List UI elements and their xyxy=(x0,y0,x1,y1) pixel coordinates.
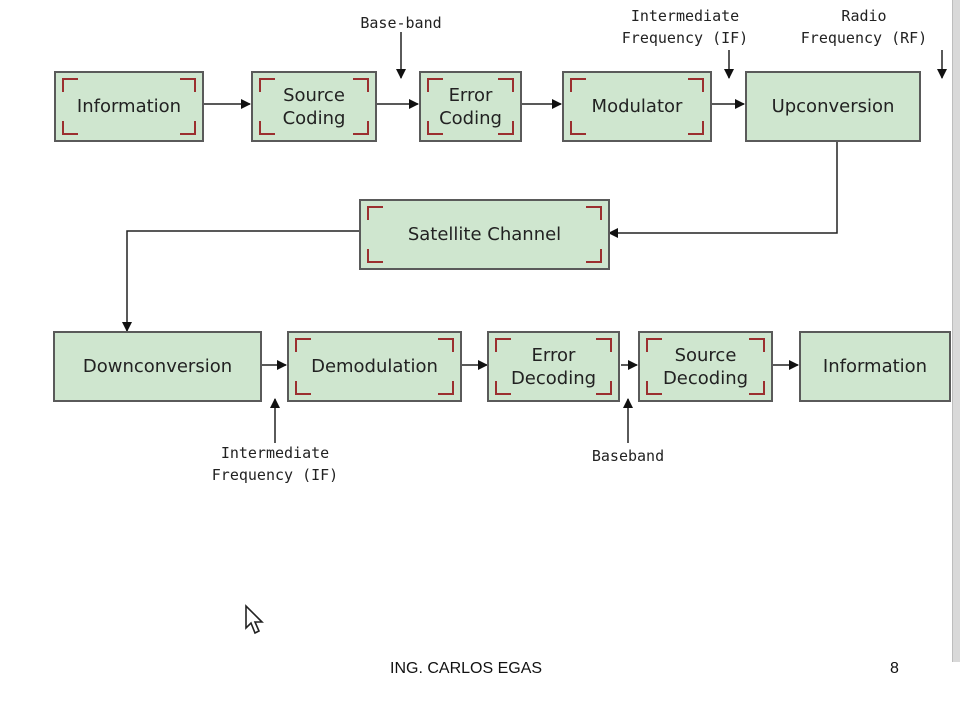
block-demodulation: Demodulation xyxy=(287,331,462,402)
diagram-canvas: Information Source Coding Error Coding M… xyxy=(53,0,960,662)
block-satellite-channel: Satellite Channel xyxy=(359,199,610,270)
block-label: Source Coding xyxy=(282,84,346,129)
slide-footer: ING. CARLOS EGAS 8 xyxy=(0,660,960,684)
block-label: Source Decoding xyxy=(662,344,749,389)
block-information-output: Information xyxy=(799,331,951,402)
connector-layer xyxy=(122,32,947,443)
annotation-if-top: Intermediate Frequency (IF) xyxy=(621,7,749,47)
block-source-decoding: Source Decoding xyxy=(638,331,773,402)
block-upconversion: Upconversion xyxy=(745,71,921,142)
scrollbar-edge xyxy=(952,0,960,662)
arrow-satellite-to-downconversion xyxy=(122,230,359,332)
block-label: Error Coding xyxy=(439,84,502,129)
block-source-coding: Source Coding xyxy=(251,71,377,142)
block-information-input: Information xyxy=(54,71,204,142)
block-modulator: Modulator xyxy=(562,71,712,142)
mouse-pointer-icon xyxy=(245,604,264,635)
block-label: Information xyxy=(822,356,928,377)
block-label: Upconversion xyxy=(771,96,895,117)
block-label: Error Decoding xyxy=(510,344,597,389)
block-label: Modulator xyxy=(591,96,683,117)
annotation-baseband-top: Base-band xyxy=(360,14,442,32)
block-error-decoding: Error Decoding xyxy=(487,331,620,402)
block-label: Information xyxy=(76,96,182,117)
block-label: Downconversion xyxy=(82,356,233,377)
annotation-baseband-bottom: Baseband xyxy=(591,447,665,465)
block-label: Demodulation xyxy=(311,356,438,377)
annotation-rf-top: Radio Frequency (RF) xyxy=(800,7,928,47)
arrow-upconversion-to-satellite xyxy=(608,142,838,238)
block-error-coding: Error Coding xyxy=(419,71,522,142)
block-label: Satellite Channel xyxy=(407,224,562,245)
page-number: 8 xyxy=(890,660,899,677)
annotation-if-bottom: Intermediate Frequency (IF) xyxy=(211,444,339,484)
footer-author: ING. CARLOS EGAS xyxy=(390,660,543,677)
block-downconversion: Downconversion xyxy=(53,331,262,402)
